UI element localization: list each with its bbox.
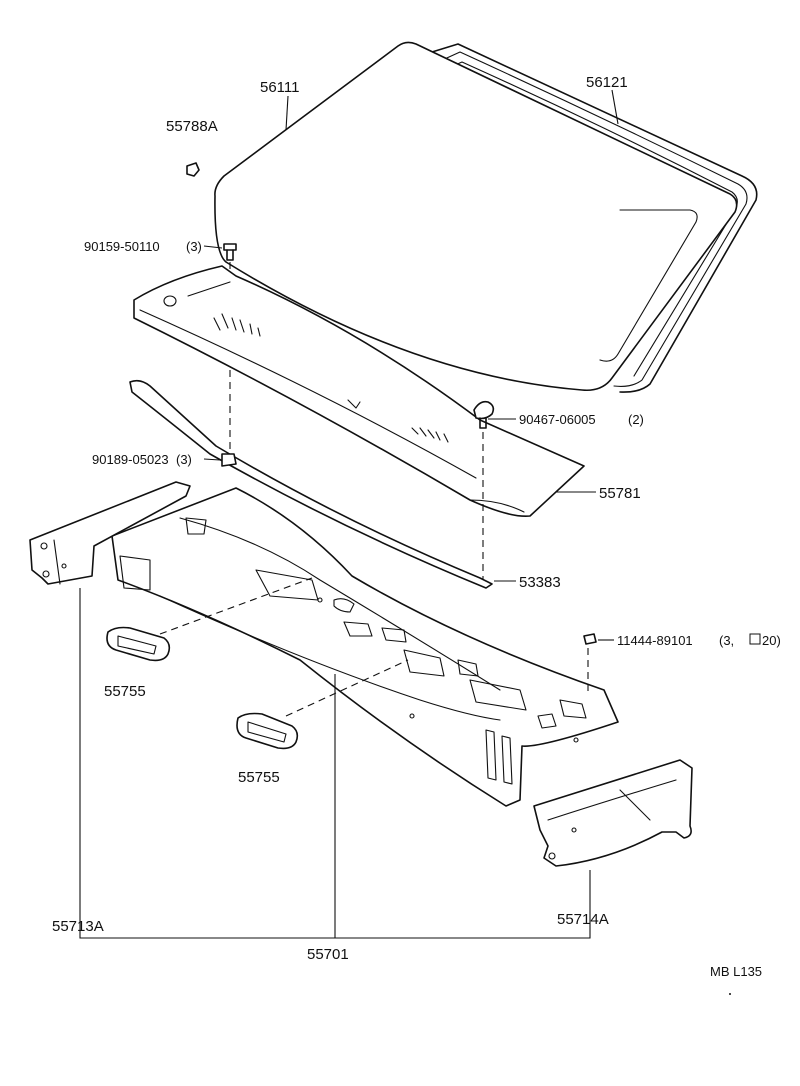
label-90189-05023: 90189-05023 xyxy=(92,452,169,467)
cowl-louver-drawing xyxy=(133,265,585,517)
stray-dot xyxy=(729,993,731,995)
windshield-weatherstrip-drawing xyxy=(431,43,758,393)
cowl-panel-drawing xyxy=(111,487,619,807)
label-11444-qty-close: 20) xyxy=(762,633,781,648)
label-90467-qty: (2) xyxy=(628,412,644,427)
label-55781: 55781 xyxy=(599,485,641,502)
cover-left-drawing xyxy=(106,626,171,662)
reference-code: MB L135 xyxy=(710,964,762,979)
label-55788a: 55788A xyxy=(166,118,218,135)
label-55755-left: 55755 xyxy=(104,683,146,700)
screw-icon xyxy=(223,243,237,450)
label-55713a: 55713A xyxy=(52,918,104,935)
leader-lines xyxy=(79,89,619,939)
cover-right-drawing xyxy=(236,712,299,750)
seal-drawing xyxy=(129,379,493,589)
label-90159-qty: (3) xyxy=(186,239,202,254)
label-55714a: 55714A xyxy=(557,911,609,928)
windshield-glass-drawing xyxy=(214,41,738,392)
nut-icon xyxy=(221,453,237,467)
label-53383: 53383 xyxy=(519,574,561,591)
label-56121: 56121 xyxy=(586,74,628,91)
side-panel-right-drawing xyxy=(533,759,693,867)
side-panel-left-drawing xyxy=(29,481,191,585)
label-11444-89101: 11444-89101 xyxy=(617,633,693,648)
label-90467-06005: 90467-06005 xyxy=(519,412,596,427)
label-55755-right: 55755 xyxy=(238,769,280,786)
label-90159-50110: 90159-50110 xyxy=(84,239,160,254)
plate-icon xyxy=(583,633,597,696)
clip-90467-icon xyxy=(473,400,495,580)
label-90189-qty: (3) xyxy=(176,452,192,467)
label-56111: 56111 xyxy=(260,79,300,96)
label-11444-qty-open: (3, xyxy=(719,633,734,648)
clip-55788a-icon xyxy=(186,162,200,177)
square-symbol-icon xyxy=(749,633,761,645)
label-55701: 55701 xyxy=(307,946,349,963)
